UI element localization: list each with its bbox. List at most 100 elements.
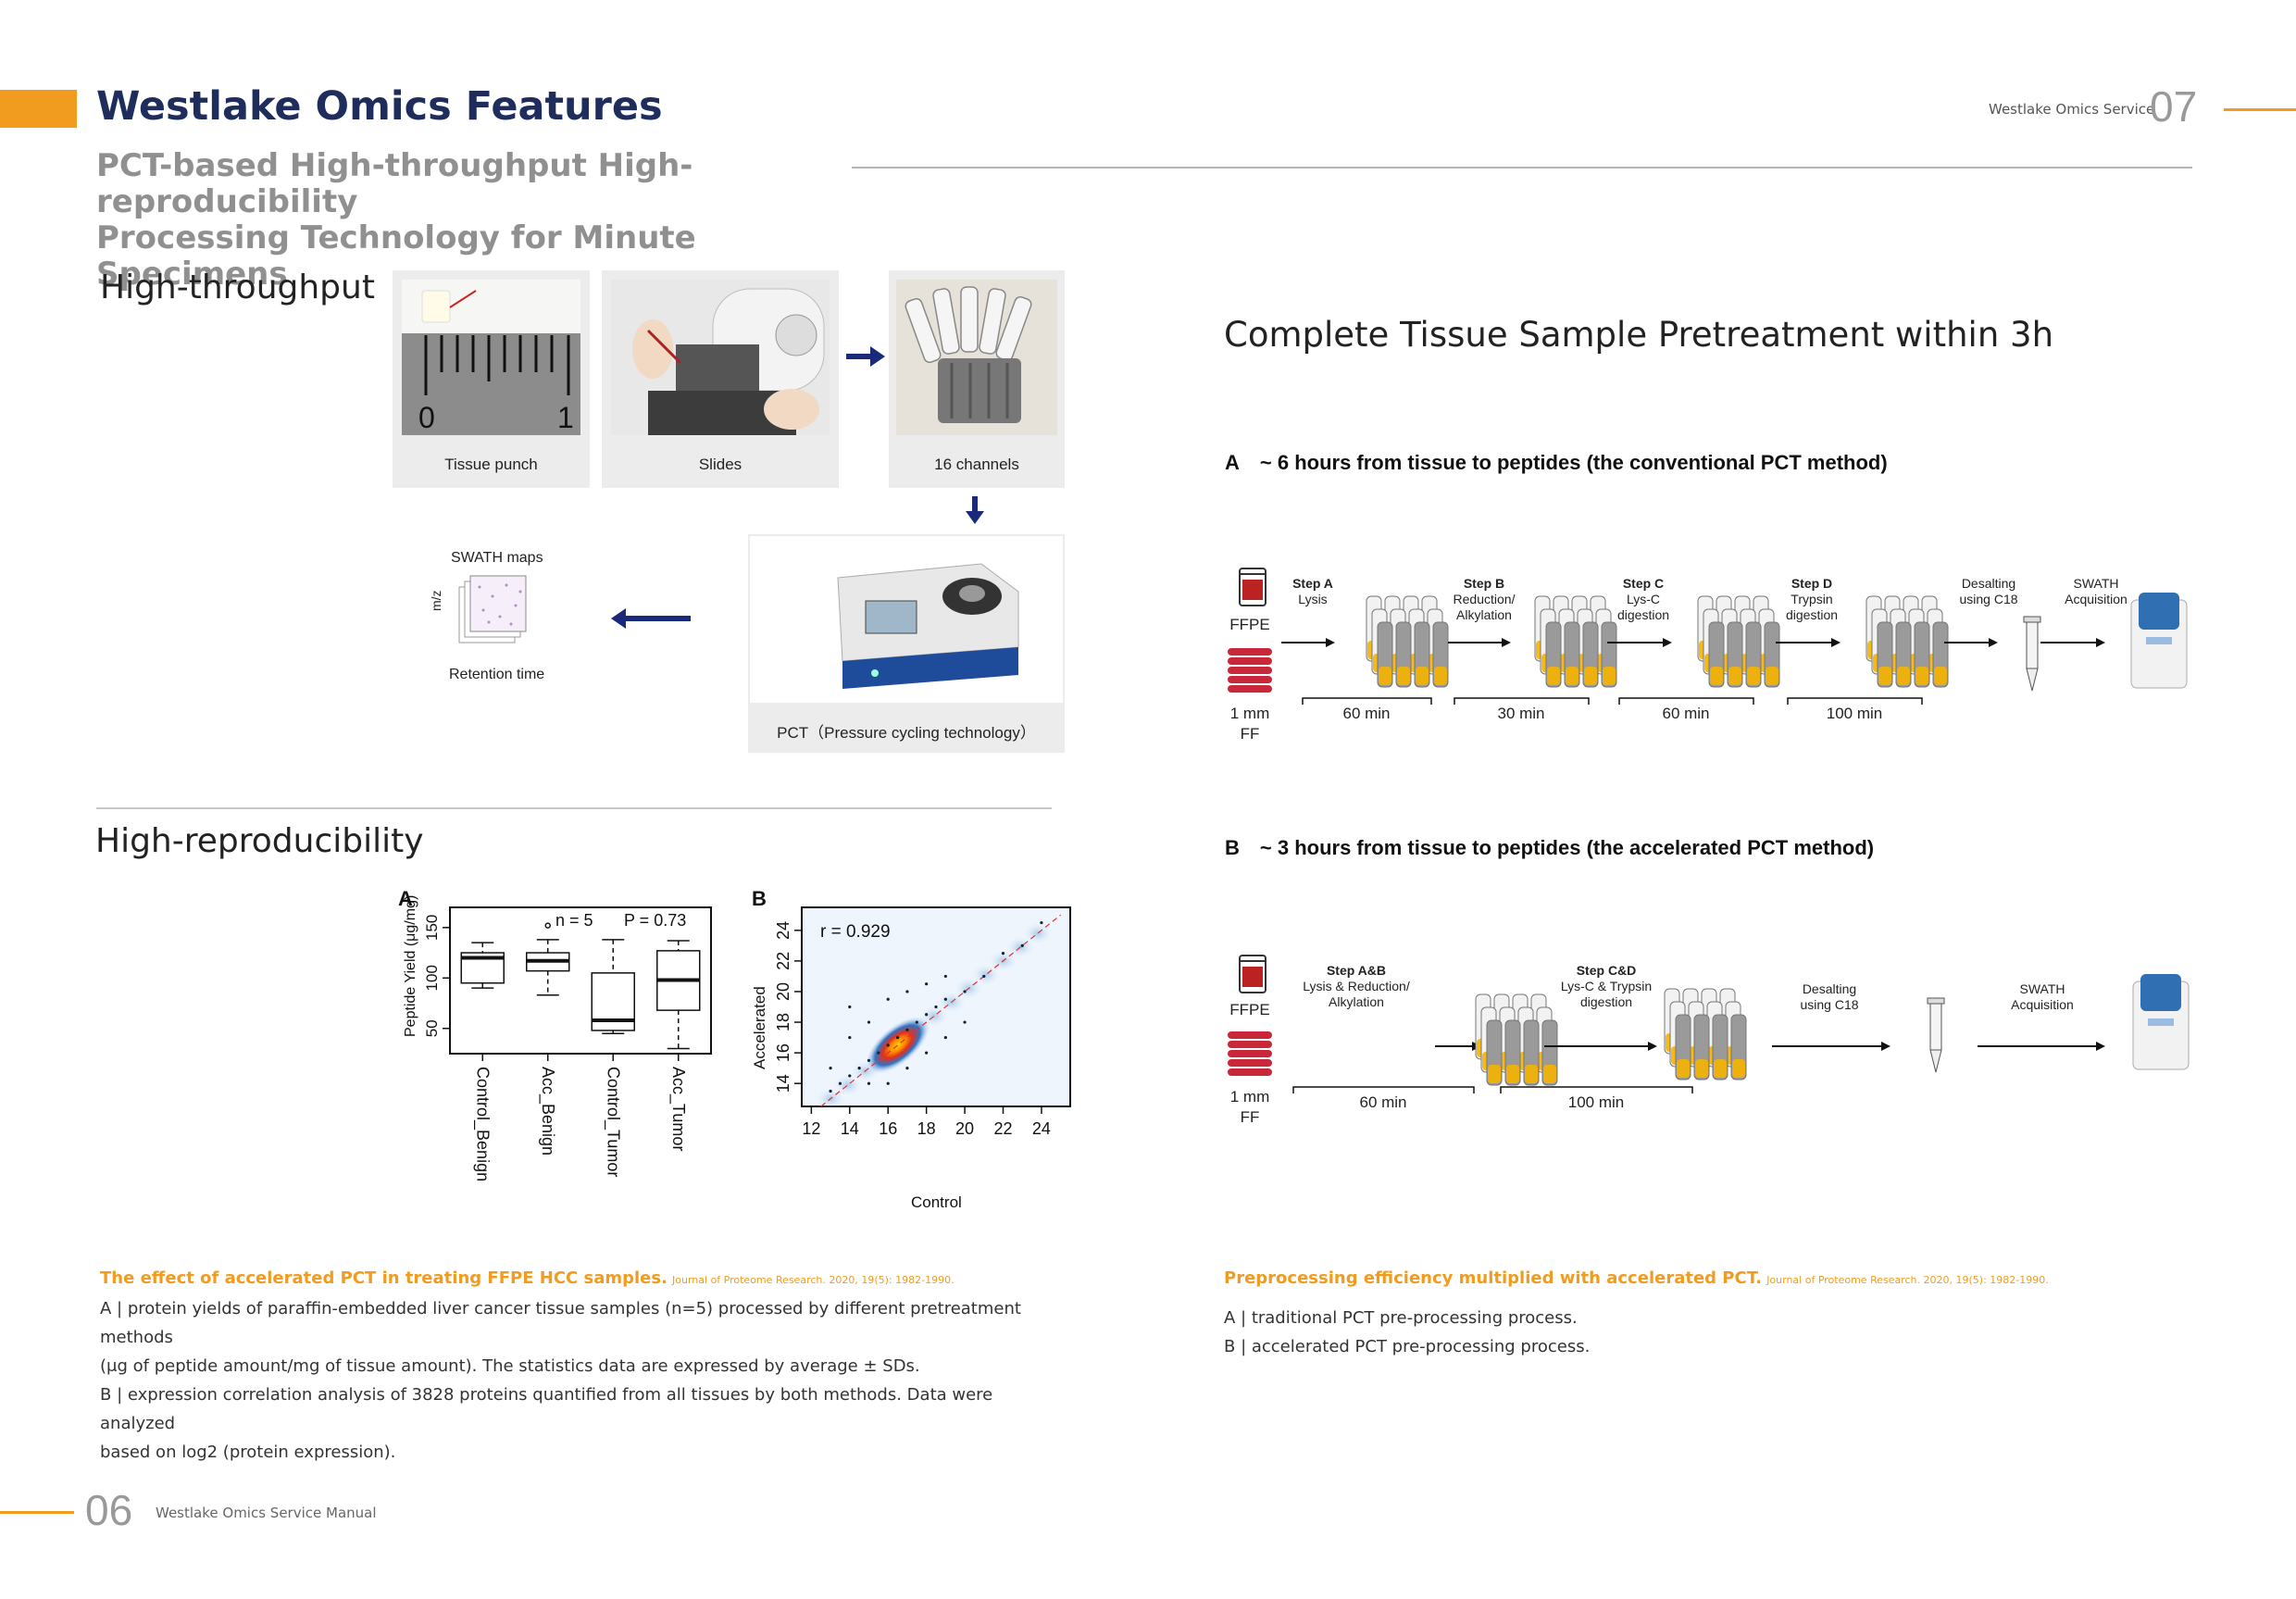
scatter-point <box>943 997 947 1001</box>
scatter-point <box>877 1051 880 1055</box>
caption-16-channels: 16 channels <box>934 456 1019 473</box>
scatter-ytick-label: 16 <box>774 1043 792 1062</box>
ff-line1-b: 1 mm <box>1229 1088 1270 1106</box>
arrow-to-desalting-b <box>1772 1042 1890 1051</box>
tube-rack-icon <box>1475 993 1558 1086</box>
panel-b-label: B <box>1225 836 1240 859</box>
step-desc: Reduction/ <box>1453 592 1516 606</box>
panel-a-title: A~ 6 hours from tissue to peptides (the … <box>1225 451 1888 475</box>
boxplot-category-label: Control_Benign <box>472 1067 492 1181</box>
panel-b-heading: ~ 3 hours from tissue to peptides (the a… <box>1259 836 1875 859</box>
scatter-r-annotation: r = 0.929 <box>820 922 891 942</box>
arrow-left-icon <box>611 608 691 629</box>
scatter-point <box>867 1020 871 1024</box>
header-divider <box>852 167 2192 169</box>
scatter-point <box>886 1043 890 1047</box>
subtitle-line-1: PCT-based High-throughput High-reproduci… <box>96 147 693 220</box>
boxplot-panel-label: A <box>398 887 413 910</box>
scatter-point <box>867 1081 871 1085</box>
panel-pct: PCT（Pressure cycling technology） <box>748 534 1065 753</box>
tube-rack-icon <box>1534 595 1617 688</box>
panel-tissue-punch: 0 1 Tissue punch <box>393 270 590 488</box>
step-name: Step A&B <box>1326 963 1387 978</box>
scatter-ytick-label: 18 <box>774 1013 792 1031</box>
scatter-point <box>829 1089 832 1093</box>
subtitle-line-2: Processing Technology for Minute Specime… <box>96 219 696 293</box>
right-caption-title: Preprocessing efficiency multiplied with… <box>1224 1268 1763 1288</box>
swath-y-axis: m/z <box>429 590 443 611</box>
caption-pct: PCT（Pressure cycling technology） <box>777 724 1036 742</box>
step-arrow-icon <box>1448 638 1511 647</box>
caption-slides: Slides <box>698 456 742 473</box>
boxplot-category-label: Acc_Tumor <box>668 1067 688 1151</box>
tube-rack-icon <box>1697 595 1780 688</box>
desalting-b-line2: using C18 <box>1800 997 1859 1012</box>
header-accent-bar <box>0 90 77 128</box>
page-number-left: 06 <box>85 1486 133 1534</box>
box-Control_Tumor: Control_Tumor <box>591 939 635 1177</box>
step-desc: Lys-C <box>1626 592 1661 606</box>
box-Acc_Benign: Acc_Benign <box>526 939 570 1156</box>
scatter-point <box>867 1058 871 1062</box>
boxplot-category-label: Acc_Benign <box>538 1067 557 1156</box>
left-caption-a: A | protein yields of paraffin-embedded … <box>100 1299 1021 1347</box>
scatter-ytick-label: 14 <box>774 1074 792 1093</box>
tube-rack-icon <box>1664 988 1747 1081</box>
arrow-to-desalting-a <box>1944 638 1998 647</box>
service-label: Westlake Omics Service <box>1989 101 2155 118</box>
scatter-xtick-label: 20 <box>955 1119 974 1138</box>
scatter-point <box>848 1005 852 1009</box>
pct-instrument-image <box>750 536 1063 703</box>
time-bracket <box>1500 1086 1693 1093</box>
swath-acq-b-line2: Acquisition <box>2011 997 2074 1012</box>
panel-a-heading: ~ 6 hours from tissue to peptides (the c… <box>1259 451 1888 474</box>
boxplot-frame <box>449 906 712 1055</box>
step-arrow-icon <box>1281 638 1335 647</box>
step-desc: Lysis <box>1298 592 1328 606</box>
caption-tissue-punch: Tissue punch <box>444 456 538 473</box>
scatter-ytick-label: 22 <box>774 952 792 970</box>
scatter-point <box>963 990 967 993</box>
density-core <box>865 1016 930 1074</box>
step-name: Step B <box>1463 576 1505 591</box>
left-caption-b: B | expression correlation analysis of 3… <box>100 1385 993 1433</box>
high-reproducibility-heading: High-reproducibility <box>95 822 424 860</box>
step-time: 30 min <box>1497 705 1545 722</box>
right-caption-b: B | accelerated PCT pre-processing proce… <box>1224 1337 1591 1356</box>
step-name: Step A <box>1292 576 1333 591</box>
step-desc: Lys-C & Trypsin <box>1560 979 1653 993</box>
boxplot-ytick-label: 50 <box>423 1019 441 1037</box>
arrow-right-icon <box>846 346 885 367</box>
page-number-right-bar <box>2224 108 2296 111</box>
right-caption-a: A | traditional PCT pre-processing proce… <box>1224 1308 1578 1328</box>
step-desc-2: Alkylation <box>1329 994 1384 1009</box>
right-caption: Preprocessing efficiency multiplied with… <box>1224 1265 2205 1361</box>
ff-line1-a: 1 mm <box>1229 705 1270 722</box>
arrow-down-icon <box>966 496 984 524</box>
scatter-xtick-label: 12 <box>802 1119 820 1138</box>
step-arrow-icon <box>1776 638 1841 647</box>
page-subtitle: PCT-based High-throughput High-reproduci… <box>96 148 855 293</box>
scatter-point <box>829 1067 832 1070</box>
desalting-a-line1: Desalting <box>1961 576 2016 591</box>
microtome-image <box>611 280 830 435</box>
time-bracket <box>1292 1086 1475 1093</box>
step-arrow-icon <box>1544 1042 1657 1051</box>
step-desc: Trypsin <box>1791 592 1833 606</box>
scatter-xtick-label: 22 <box>993 1119 1012 1138</box>
time-bracket <box>1302 697 1432 705</box>
step-time: 60 min <box>1342 705 1391 722</box>
panel-b-title: B ~ 3 hours from tissue to peptides (the … <box>1225 836 1874 860</box>
panel-16-channels: 16 channels <box>889 270 1065 488</box>
c18-tip-a <box>2023 616 2041 692</box>
desalting-b-line1: Desalting <box>1802 981 1857 996</box>
step-time: 60 min <box>1662 705 1710 722</box>
time-bracket <box>1454 697 1590 705</box>
box-Acc_Tumor: Acc_Tumor <box>656 940 701 1151</box>
mass-spec-icon-a <box>2130 593 2188 689</box>
step-desc: Lysis & Reduction/ <box>1303 979 1410 993</box>
step-time: 100 min <box>1567 1093 1625 1111</box>
scatter-point <box>905 990 909 993</box>
